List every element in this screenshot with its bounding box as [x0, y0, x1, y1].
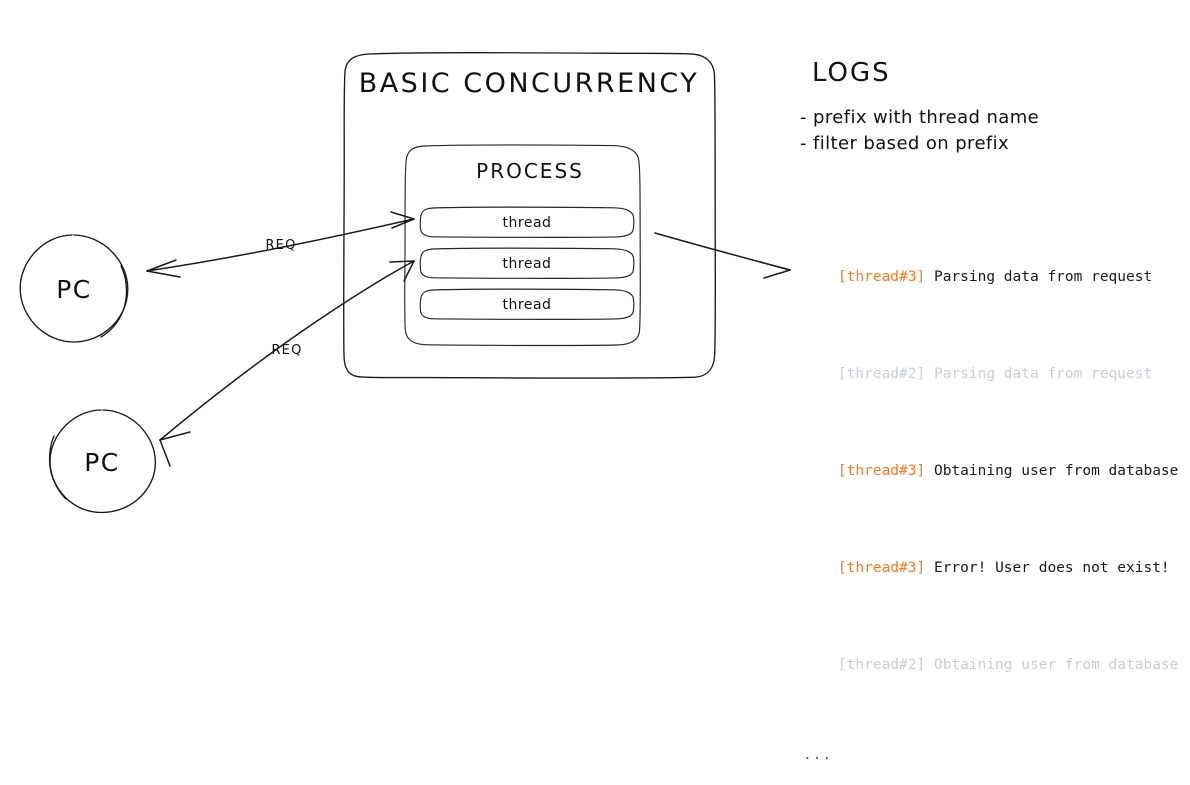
edge-process-to-logs	[654, 232, 791, 279]
thread-label: thread	[503, 297, 552, 313]
edge-req-bottom-label: REQ	[271, 343, 302, 358]
basic-concurrency-box	[343, 52, 716, 379]
log-message: Parsing data from request	[925, 366, 1153, 383]
log-prefix: [thread#2]	[837, 657, 926, 674]
diagram-title: BASIC CONCURRENCY	[359, 68, 700, 99]
log-line: [thread#2] Parsing data from request	[803, 346, 1178, 404]
thread-row-2: thread	[419, 247, 635, 279]
diagram-canvas: BASIC CONCURRENCY PROCESS thread thread …	[19, 52, 1039, 514]
process-box	[404, 144, 641, 347]
edge-req-bottom	[159, 260, 415, 467]
thread-label: thread	[503, 215, 552, 231]
log-prefix: [thread#3]	[837, 463, 926, 480]
logs-title: LOGS	[812, 58, 891, 88]
log-line: [thread#3] Obtaining user from database	[803, 443, 1178, 501]
logs-bullet-2: - filter based on prefix	[800, 133, 1009, 154]
log-output: [thread#3] Parsing data from request [th…	[803, 210, 1178, 785]
client-pc-bottom: PC	[48, 409, 157, 514]
log-message: Error! User does not exist!	[925, 560, 1170, 577]
log-line: [thread#3] Error! User does not exist!	[803, 540, 1178, 598]
log-message: Obtaining user from database	[925, 463, 1179, 480]
thread-label: thread	[503, 256, 552, 272]
log-prefix: [thread#2]	[837, 366, 926, 383]
log-line: [thread#3] Parsing data from request	[803, 249, 1178, 307]
thread-row-1: thread	[419, 206, 635, 238]
log-line: [thread#2] Obtaining user from database	[803, 637, 1178, 695]
thread-row-3: thread	[419, 288, 635, 320]
logs-bullet-1: - prefix with thread name	[800, 107, 1039, 128]
edge-req-top	[146, 211, 415, 278]
log-message: Obtaining user from database	[925, 657, 1179, 674]
edge-req-top-label: REQ	[265, 238, 296, 253]
client-pc-label: PC	[56, 275, 92, 304]
log-prefix: [thread#3]	[837, 269, 926, 286]
client-pc-top: PC	[19, 234, 129, 343]
client-pc-label: PC	[84, 448, 120, 477]
log-prefix: [thread#3]	[837, 560, 926, 577]
process-label: PROCESS	[476, 159, 584, 183]
log-ellipsis: ...	[803, 746, 833, 763]
log-message: Parsing data from request	[925, 269, 1153, 286]
